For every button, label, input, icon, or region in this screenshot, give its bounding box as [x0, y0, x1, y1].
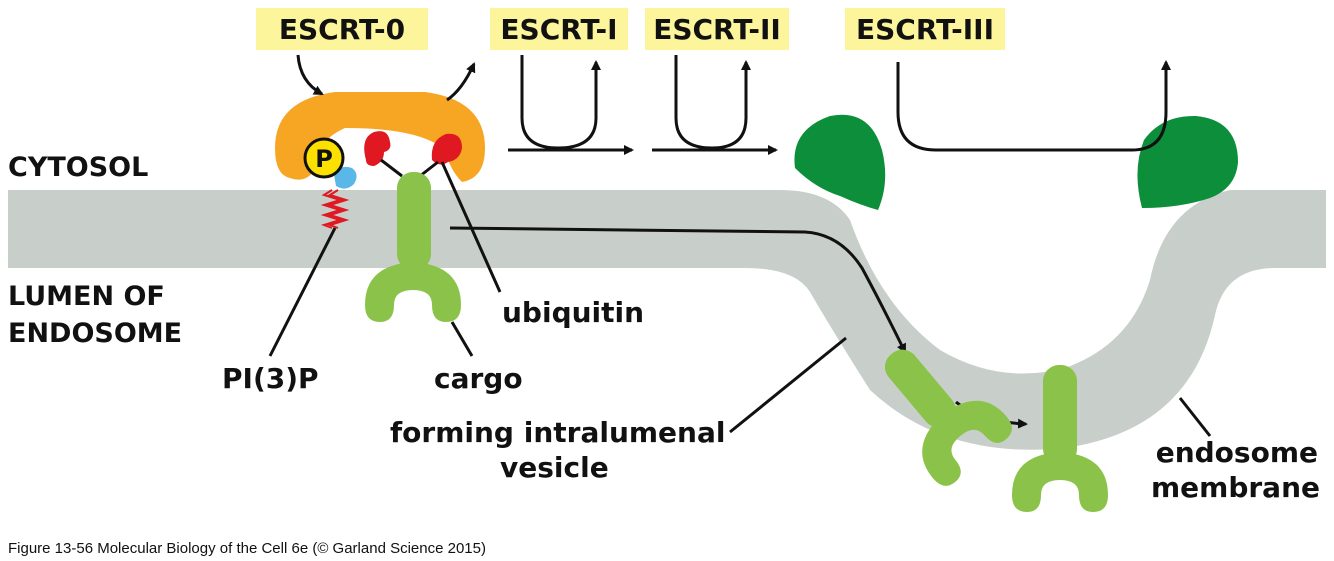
membrane-label-line1: endosome	[1156, 436, 1318, 469]
vesicle-label-line2: vesicle	[500, 451, 609, 484]
escrt-0-label: ESCRT-0	[279, 13, 405, 46]
ubiquitin-link-right	[419, 160, 439, 178]
lumen-label-line2: ENDOSOME	[8, 318, 182, 349]
membrane-band	[8, 190, 1326, 450]
endosome-membrane	[8, 190, 1326, 450]
ubiquitin-right	[431, 133, 462, 165]
pi3p-label: PI(3)P	[222, 362, 319, 395]
escrt-i-label-box	[490, 8, 628, 50]
cargo-arms	[1012, 452, 1108, 512]
escrt-0-body	[275, 92, 485, 182]
escrt-0-complex	[275, 92, 485, 182]
cargo-stalk	[1043, 365, 1077, 465]
cargo-protein-initial	[365, 172, 461, 322]
escrt-ii-cycle-arrow	[674, 55, 751, 150]
cytosol-label: CYTOSOL	[8, 152, 148, 183]
pi3p-head	[334, 166, 357, 189]
cargo-protein-vesicle-1	[884, 349, 1012, 486]
cargo-stalk	[397, 172, 431, 270]
escrt-iii-label-group: ESCRT-III	[845, 8, 1005, 50]
escrt-ii-label-box	[645, 8, 789, 50]
lumen-label-line1: LUMEN OF	[8, 281, 165, 312]
escrt-i-label-group: ESCRT-I	[490, 8, 628, 50]
escrt-ii-label: ESCRT-II	[653, 13, 781, 46]
membrane-label-line2: membrane	[1151, 471, 1320, 504]
ubiquitin-left	[364, 131, 391, 166]
lipid-tail-zigzag-2	[326, 189, 350, 229]
pi3p-lipid: P	[303, 137, 357, 229]
cargo-protein-vesicle-2	[1012, 365, 1108, 512]
vesicle-leader	[729, 336, 847, 434]
escrt-ii-label-group: ESCRT-II	[645, 8, 789, 50]
membrane-leader	[1178, 397, 1212, 437]
figure-caption: Figure 13-56 Molecular Biology of the Ce…	[8, 540, 486, 557]
escrt-0-label-group: ESCRT-0	[256, 8, 428, 50]
pi3p-leader	[268, 227, 337, 357]
escrt-0-label-box	[256, 8, 428, 50]
ubiquitin-leader	[440, 161, 502, 293]
cargo-stalk	[884, 349, 956, 428]
escrt-i-cycle-arrow	[520, 55, 601, 150]
cargo-transport-arrow	[449, 226, 907, 354]
phosphate-circle	[303, 137, 345, 179]
ubiquitin-link-left	[380, 158, 403, 178]
escrt-0-arrow-in	[296, 54, 324, 96]
escrt-iii-complex-left	[794, 114, 886, 210]
cargo-leader	[450, 321, 474, 357]
escrt-0-arrow-out	[446, 62, 476, 102]
cargo-arms	[922, 400, 1012, 486]
cargo-label: cargo	[434, 362, 523, 395]
escrt-iii-label: ESCRT-III	[856, 13, 994, 46]
escrt-iii-label-box	[845, 8, 1005, 50]
escrt-i-label: ESCRT-I	[500, 13, 617, 46]
escrt-iii-cycle-arrow	[896, 60, 1171, 152]
phosphate-label: P	[315, 145, 333, 173]
cargo-arms	[365, 262, 461, 322]
escrt-iii-complex-right	[1137, 115, 1238, 208]
vesicle-label-line1: forming intralumenal	[390, 416, 725, 449]
ubiquitin-label: ubiquitin	[502, 296, 644, 329]
lipid-tail-zigzag	[320, 189, 344, 229]
